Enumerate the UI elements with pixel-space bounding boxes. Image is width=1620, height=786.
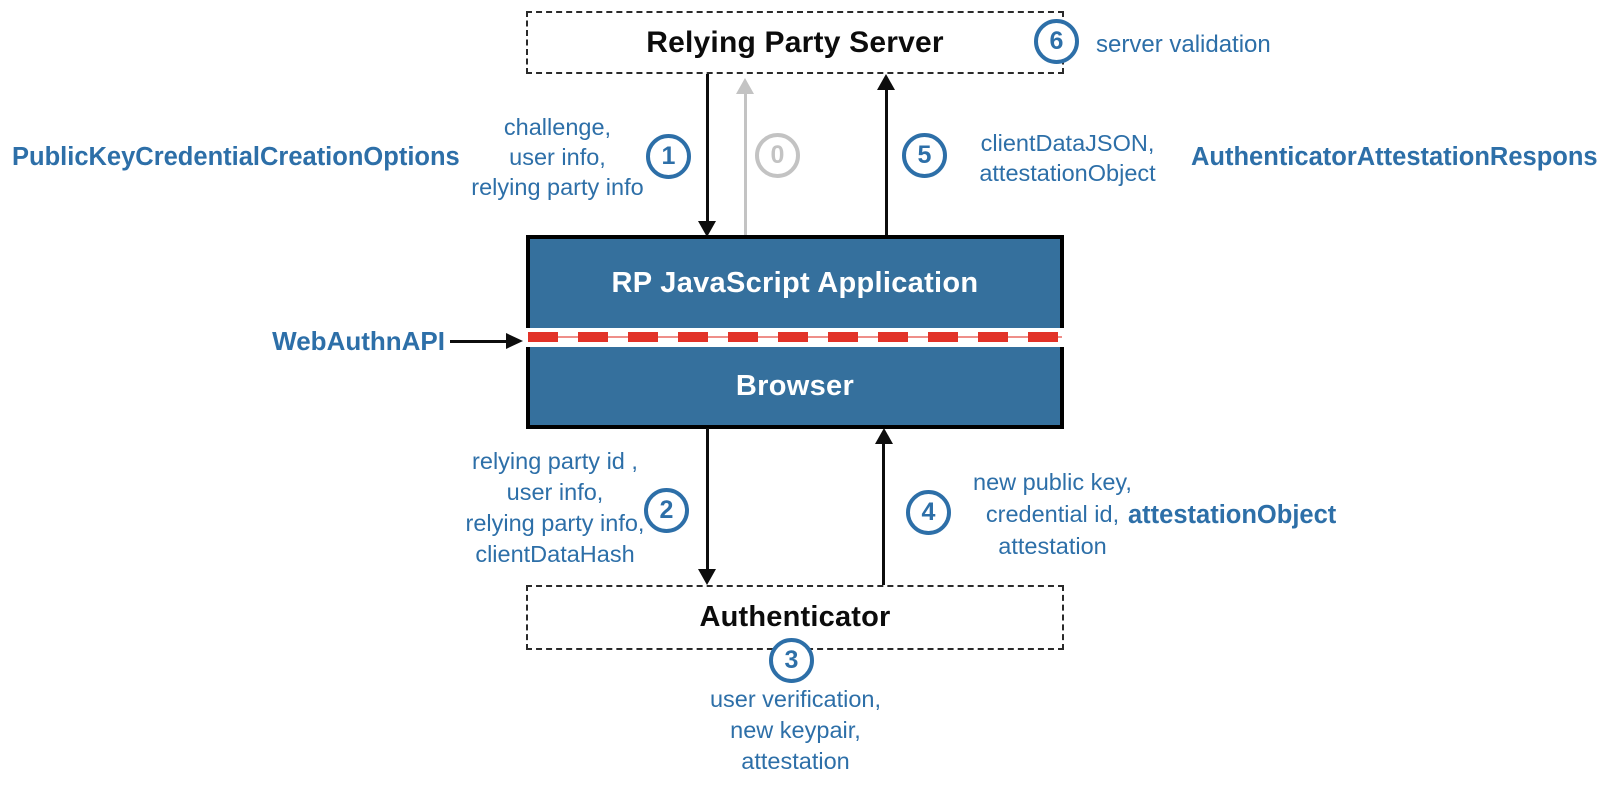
webauthn-api-label: WebAuthnAPI	[272, 326, 445, 356]
arrow-step4-head-up-icon	[875, 428, 893, 444]
arrow-step5-shaft	[885, 89, 888, 237]
step-5-number: 5	[917, 141, 932, 169]
step-3-badge: 3	[769, 638, 814, 683]
step-5-note: clientDataJSON, attestationObject	[979, 130, 1156, 186]
step-4-badge: 4	[906, 490, 951, 535]
step-6-note: server validation	[1096, 31, 1271, 58]
browser-box: RP JavaScript Application Browser	[526, 235, 1064, 429]
step-5-badge: 5	[902, 133, 947, 178]
step-3-note: user verification, new keypair, attestat…	[709, 686, 882, 774]
step-2-note: relying party id , user info, relying pa…	[465, 448, 645, 567]
authenticator-title: Authenticator	[699, 601, 891, 633]
api-boundary-red-dashed-line	[528, 332, 1062, 342]
webauthn-api-arrow-head-icon	[506, 333, 523, 349]
arrow-step0-shaft	[744, 93, 747, 237]
publickey-credential-creation-options-label: PublicKeyCredentialCreationOptions	[12, 143, 460, 171]
attestation-object-label: attestationObject	[1128, 501, 1337, 529]
authenticator-attestation-response-label: AuthenticatorAttestationRespons	[1191, 143, 1598, 171]
step-0-number: 0	[770, 141, 785, 169]
step-6-number: 6	[1049, 27, 1064, 55]
webauthn-api-boundary	[526, 328, 1064, 347]
step-1-number: 1	[661, 142, 676, 170]
arrow-step5-head-up-icon	[877, 74, 895, 90]
arrow-step4-shaft	[882, 443, 885, 585]
step-1-note: challenge, user info, relying party info	[471, 114, 644, 200]
step-3-number: 3	[784, 646, 799, 674]
step-6-badge: 6	[1034, 19, 1079, 64]
arrow-step2-shaft	[706, 428, 709, 570]
arrow-step0-head-up-icon	[736, 78, 754, 94]
arrow-step1-head-down-icon	[698, 221, 716, 237]
arrow-step1-shaft	[706, 74, 709, 222]
step-0-badge: 0	[755, 133, 800, 178]
step-2-badge: 2	[644, 488, 689, 533]
browser-title: Browser	[735, 369, 855, 402]
relying-party-server-title: Relying Party Server	[646, 25, 944, 59]
rp-js-application-title: RP JavaScript Application	[611, 267, 979, 299]
step-2-number: 2	[659, 496, 674, 524]
step-4-note: new public key, credential id, attestati…	[973, 469, 1132, 559]
webauthn-api-arrow-shaft	[450, 340, 507, 343]
arrow-step2-head-down-icon	[698, 569, 716, 585]
step-4-number: 4	[921, 498, 936, 526]
step-1-badge: 1	[646, 134, 691, 179]
relying-party-server-box: Relying Party Server	[526, 11, 1064, 74]
